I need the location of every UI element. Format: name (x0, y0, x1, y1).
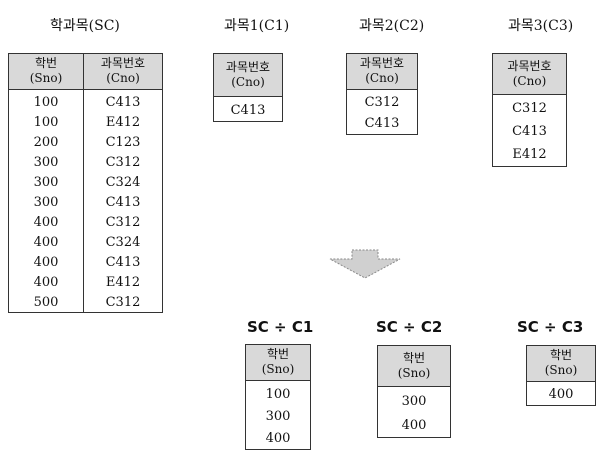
table-row: 400 (377, 413, 451, 438)
sc-cell-sno: 500 (8, 292, 84, 313)
sc-header-cno: 과목번호 (Cno) (83, 53, 163, 90)
r1-table: 학번 (Sno) 100 300 400 (245, 344, 311, 450)
c2-cell-cno: C312 (346, 89, 418, 113)
c3-header-label: 과목번호 (507, 59, 552, 73)
sc-header-cno-attr: (Cno) (106, 71, 140, 85)
table-row: C413 (213, 96, 283, 122)
r1-header-sno: 학번 (Sno) (245, 344, 311, 381)
sc-cell-sno: 400 (8, 252, 84, 272)
table-row: C312 (346, 89, 418, 113)
table-row: C312 (492, 94, 567, 120)
r2-header-attr: (Sno) (397, 366, 431, 380)
c2-table: 과목번호 (Cno) C312 C413 (346, 53, 418, 135)
sc-cell-sno: 400 (8, 232, 84, 252)
c1-cell-cno: C413 (213, 96, 283, 122)
c1-header-label: 과목번호 (225, 60, 271, 74)
r2-header-sno: 학번 (Sno) (377, 345, 451, 387)
sc-header-sno: 학번 (Sno) (8, 53, 84, 90)
r3-header-label: 학번 (549, 348, 573, 362)
sc-cell-sno: 200 (8, 132, 84, 152)
c3-cell-cno: E412 (492, 143, 567, 167)
r3-table: 학번 (Sno) 400 (526, 345, 596, 406)
r3-cell-sno: 400 (526, 381, 596, 406)
c3-cell-cno: C312 (492, 94, 567, 120)
sc-cell-cno: C312 (83, 152, 163, 172)
sc-header-sno-label: 학번 (34, 56, 58, 70)
sc-cell-cno: C413 (83, 252, 163, 272)
table-row: C413 (492, 120, 567, 143)
c1-header-cno: 과목번호 (Cno) (213, 53, 283, 97)
table-row: E412 (492, 143, 567, 167)
table-row: 400 (245, 427, 311, 450)
sc-cell-cno: C413 (83, 89, 163, 112)
r1-header-label: 학번 (266, 347, 290, 361)
table-row: 300 (377, 386, 451, 413)
table-row: 100 (245, 380, 311, 405)
sc-cell-cno: C324 (83, 232, 163, 252)
sc-cell-sno: 400 (8, 212, 84, 232)
sc-header-sno-attr: (Sno) (29, 71, 63, 85)
c1-header-attr: (Cno) (231, 75, 265, 89)
c3-header-cno: 과목번호 (Cno) (492, 53, 567, 95)
r1-header-attr: (Sno) (261, 362, 295, 376)
sc-cell-sno: 300 (8, 192, 84, 212)
r2-table: 학번 (Sno) 300 400 (377, 345, 451, 438)
sc-cell-sno: 300 (8, 172, 84, 192)
r2-cell-sno: 300 (377, 386, 451, 413)
sc-cell-sno: 100 (8, 112, 84, 132)
c2-title: 과목2(C2) (359, 18, 425, 34)
c1-table: 과목번호 (Cno) C413 (213, 53, 283, 122)
sc-cell-cno: C123 (83, 132, 163, 152)
sc-cell-cno: C324 (83, 172, 163, 192)
sc-cell-sno: 400 (8, 272, 84, 292)
c2-header-cno: 과목번호 (Cno) (346, 53, 418, 90)
r3-header-attr: (Sno) (544, 363, 578, 377)
sc-cell-cno: C312 (83, 292, 163, 313)
r1-cell-sno: 300 (245, 405, 311, 427)
sc-cell-sno: 300 (8, 152, 84, 172)
sc-cell-sno: 100 (8, 89, 84, 112)
c3-cell-cno: C413 (492, 120, 567, 143)
table-row: C413 (346, 113, 418, 135)
table-row: 300 (245, 405, 311, 427)
down-arrow-icon (329, 249, 401, 279)
c3-table: 과목번호 (Cno) C312 C413 E412 (492, 53, 567, 167)
table-row: 400 (526, 381, 596, 406)
r2-title: SC ÷ C2 (376, 318, 443, 336)
c3-header-attr: (Cno) (512, 74, 547, 88)
c2-header-attr: (Cno) (365, 71, 399, 85)
sc-cell-cno: C312 (83, 212, 163, 232)
r1-cell-sno: 100 (245, 380, 311, 405)
r3-title: SC ÷ C3 (517, 318, 584, 336)
c2-header-label: 과목번호 (359, 56, 405, 70)
sc-header-cno-label: 과목번호 (100, 56, 146, 70)
c3-title: 과목3(C3) (508, 18, 574, 34)
r3-header-sno: 학번 (Sno) (526, 345, 596, 382)
sc-cell-cno: E412 (83, 112, 163, 132)
c1-title: 과목1(C1) (224, 18, 290, 34)
r2-header-label: 학번 (402, 351, 426, 365)
sc-title: 학과목(SC) (50, 18, 120, 34)
sc-cell-cno: E412 (83, 272, 163, 292)
r1-title: SC ÷ C1 (247, 318, 314, 336)
r1-cell-sno: 400 (245, 427, 311, 450)
sc-cell-cno: C413 (83, 192, 163, 212)
r2-cell-sno: 400 (377, 413, 451, 438)
c2-cell-cno: C413 (346, 113, 418, 135)
